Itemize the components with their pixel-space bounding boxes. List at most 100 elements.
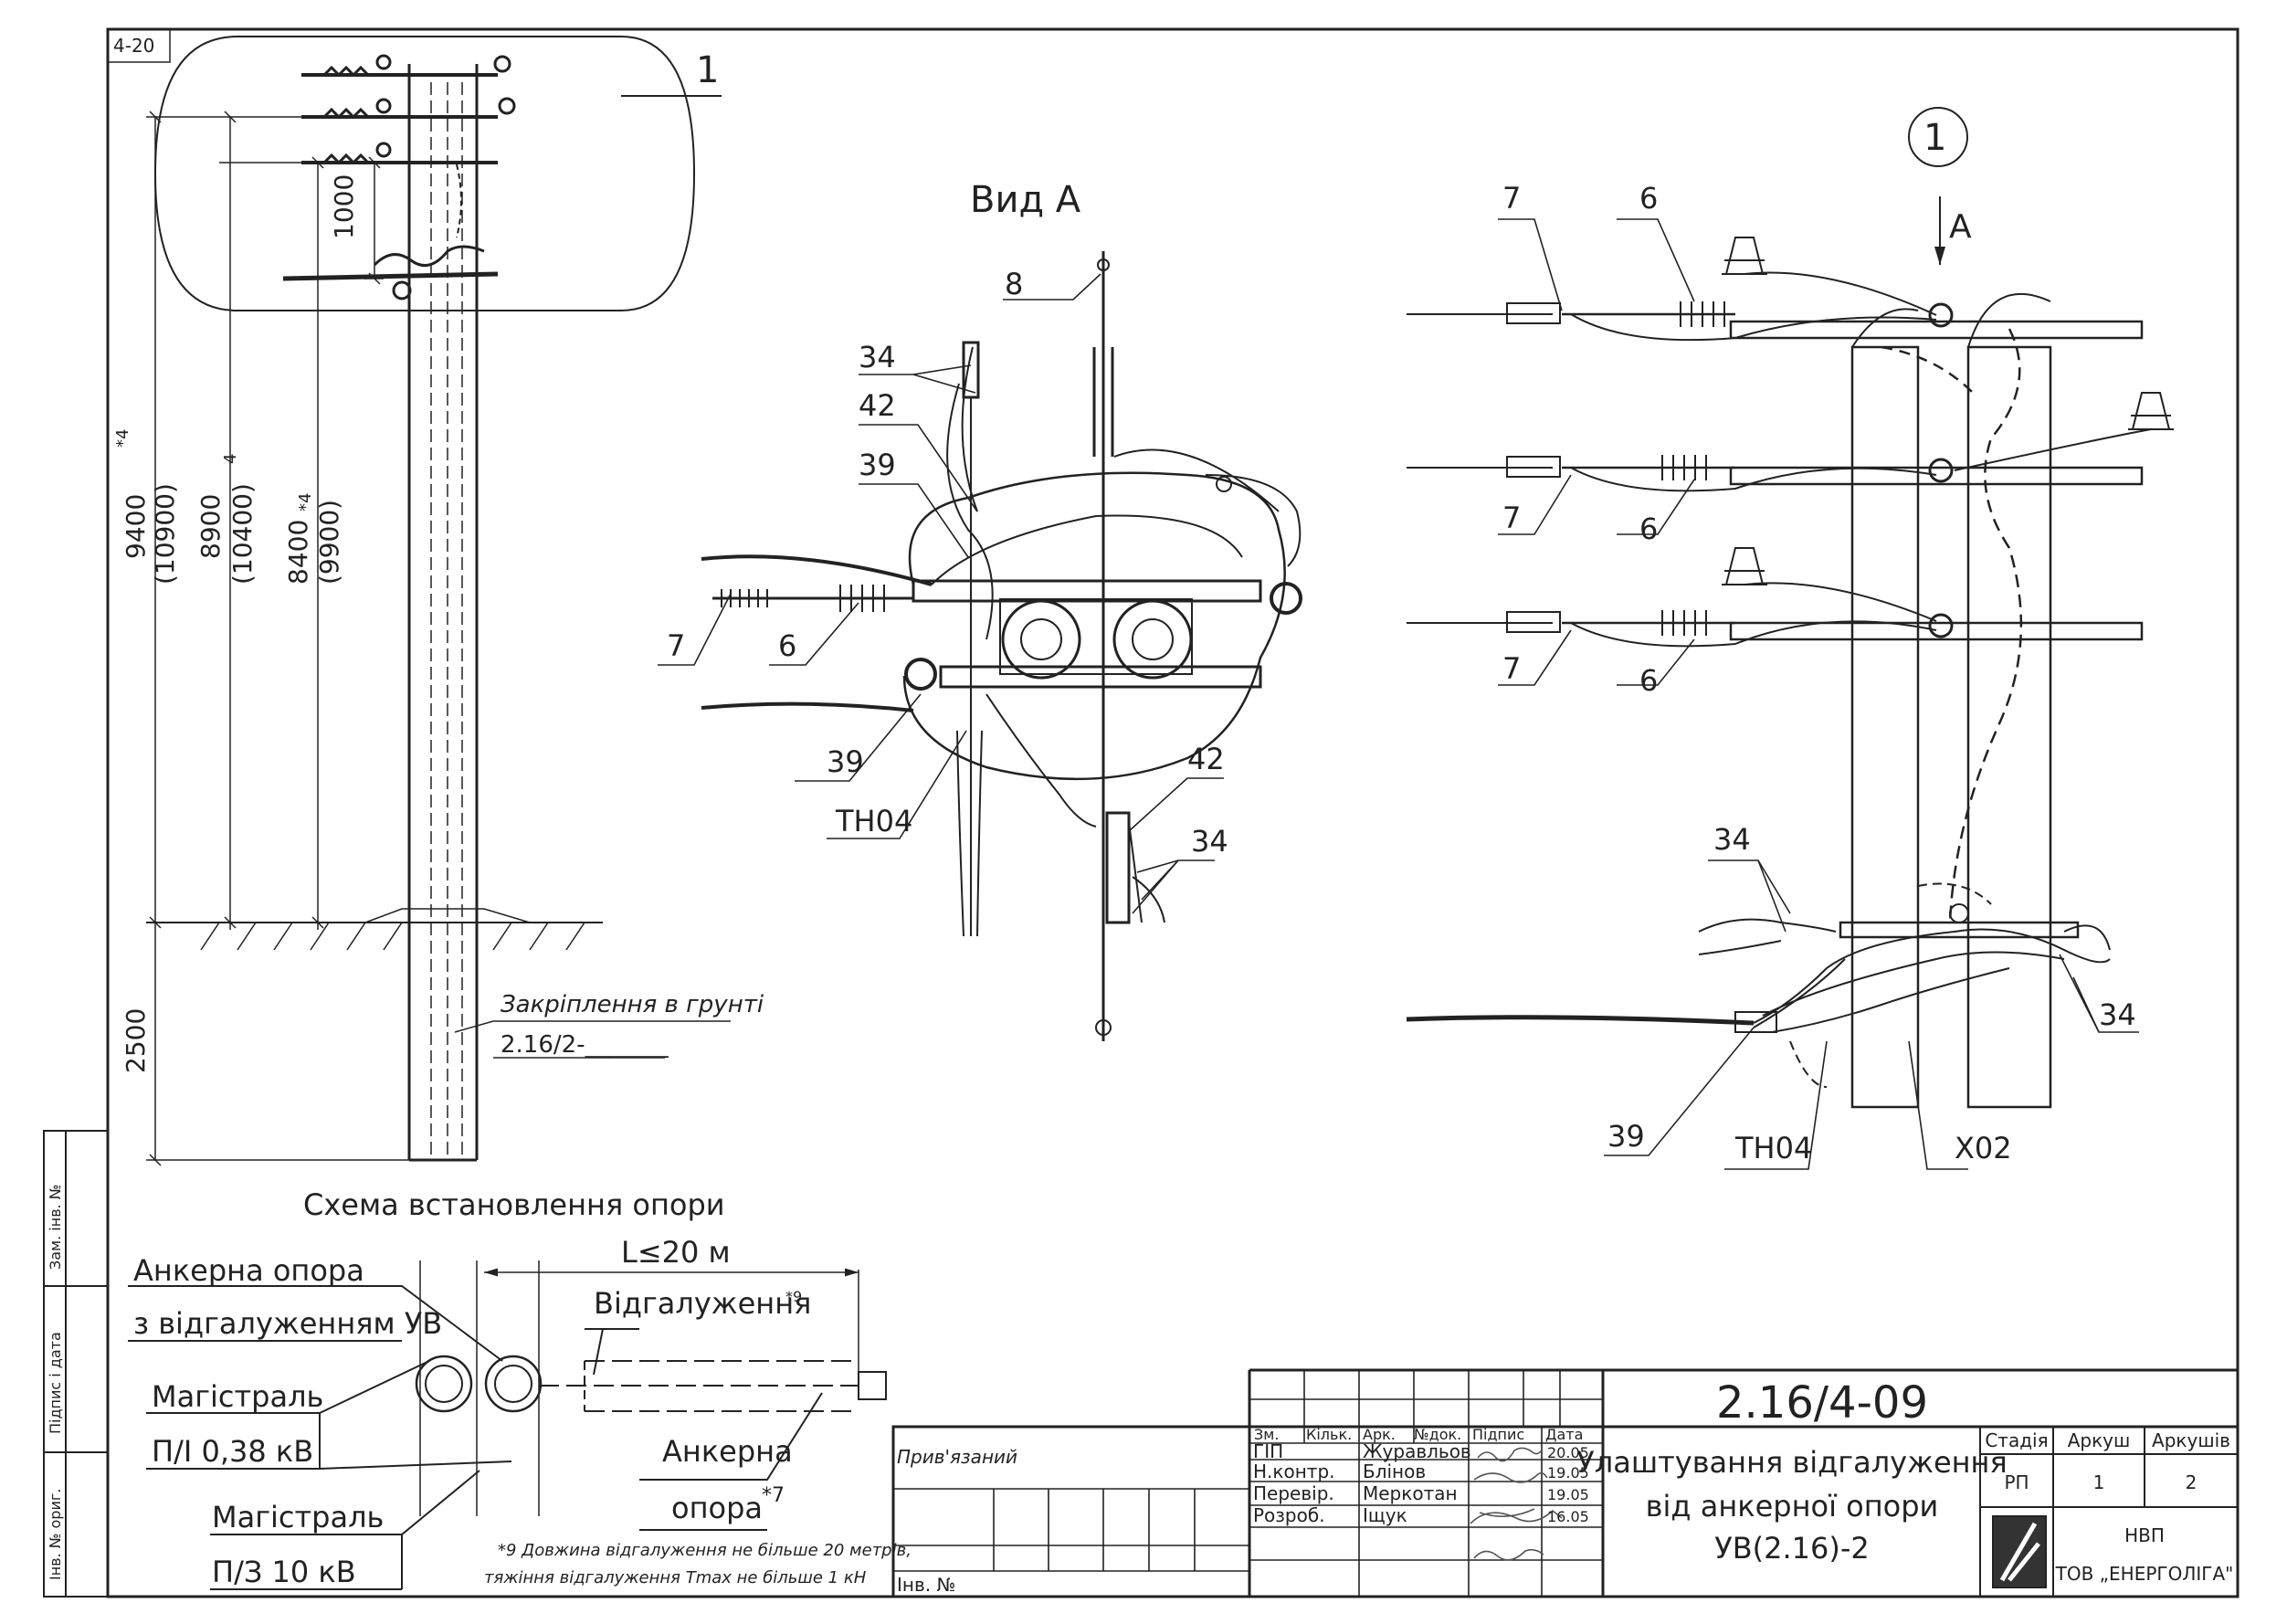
svg-text:Магістраль: Магістраль	[212, 1500, 384, 1534]
svg-text:РП: РП	[2004, 1471, 2029, 1493]
svg-text:Блінов: Блінов	[1363, 1461, 1426, 1482]
svg-text:Анкерна опора: Анкерна опора	[133, 1253, 364, 1288]
svg-text:Стадія: Стадія	[1985, 1429, 2048, 1451]
svg-text:1: 1	[1923, 117, 1946, 159]
svg-text:34: 34	[1191, 824, 1228, 859]
svg-text:Прив'язаний: Прив'язаний	[897, 1446, 1017, 1468]
svg-text:7: 7	[1502, 181, 1521, 216]
view-a-drawing	[701, 251, 1302, 1041]
svg-text:7: 7	[1502, 651, 1521, 686]
svg-text:А: А	[1949, 208, 1972, 246]
side-stamp-pidpys: Підпис і дата	[47, 1332, 64, 1434]
svg-text:6: 6	[1639, 663, 1658, 698]
side-stamp	[43, 1130, 109, 1598]
right-view-drawing	[1406, 107, 2174, 1109]
svg-text:П/І 0,38 кВ: П/І 0,38 кВ	[152, 1434, 313, 1469]
svg-text:Журавльов: Журавльов	[1363, 1440, 1471, 1462]
svg-text:Кільк.: Кільк.	[1306, 1426, 1352, 1443]
svg-text:з відгалуженням УВ: з відгалуженням УВ	[133, 1306, 442, 1341]
svg-text:Арк.: Арк.	[1363, 1426, 1396, 1443]
pole-elevation	[146, 36, 731, 1166]
svg-text:(10400): (10400)	[227, 483, 258, 585]
view-a-title: Вид А	[970, 179, 1081, 221]
svg-text:Підпис: Підпис	[1472, 1426, 1524, 1443]
svg-text:8400: 8400	[283, 520, 313, 585]
svg-text:1: 1	[2093, 1471, 2105, 1493]
svg-text:Розроб.: Розроб.	[1253, 1504, 1325, 1526]
svg-text:*7: *7	[762, 1484, 785, 1507]
svg-text:Анкерна: Анкерна	[662, 1434, 793, 1469]
svg-text:Магістраль: Магістраль	[152, 1379, 323, 1414]
view-a-labels: 8 34 42 39 7 6 39 ТН04 42 34	[667, 267, 1228, 859]
signatures	[1470, 1447, 1563, 1561]
svg-text:Н.контр.: Н.контр.	[1253, 1461, 1335, 1482]
detail-bubble	[153, 36, 696, 311]
svg-text:Аркуш: Аркуш	[2068, 1429, 2131, 1451]
svg-text:Зм.: Зм.	[1254, 1426, 1279, 1443]
svg-text:Аркушів: Аркушів	[2152, 1429, 2230, 1451]
svg-text:(10900): (10900)	[150, 483, 180, 585]
svg-text:34: 34	[2099, 997, 2136, 1032]
svg-text:4: 4	[221, 454, 240, 464]
svg-text:39: 39	[1607, 1119, 1645, 1154]
corner-code: 4-20	[113, 35, 154, 57]
dim-1000: 1000	[329, 174, 359, 239]
scheme-labels: Анкерна опора з відгалуженням УВ L≤20 м …	[133, 1235, 912, 1589]
svg-text:Відгалуження: Відгалуження	[594, 1286, 811, 1321]
side-stamp-zam: Зам. інв. №	[47, 1185, 64, 1270]
svg-text:8: 8	[1005, 267, 1023, 301]
svg-text:ГІП: ГІП	[1253, 1440, 1283, 1462]
left-callout-1: 1	[696, 49, 719, 91]
svg-text:П/З 10 кВ: П/З 10 кВ	[212, 1555, 356, 1589]
svg-text:9400: 9400	[121, 494, 151, 559]
svg-text:ТН04: ТН04	[835, 804, 912, 838]
scheme-title: Схема встановлення опори	[303, 1187, 725, 1222]
svg-text:ТОВ „ЕНЕРГОЛІГА": ТОВ „ЕНЕРГОЛІГА"	[2055, 1563, 2234, 1585]
svg-text:Х02: Х02	[1955, 1131, 2012, 1165]
ground-fix-code: 2.16/2-_______	[501, 1031, 669, 1059]
dim-stack: 9400 *4 (10900) 8900 (10400) 4 8400 (990…	[113, 429, 344, 1073]
scheme-drawing	[128, 1260, 887, 1590]
svg-text:L≤20 м: L≤20 м	[621, 1235, 731, 1270]
svg-text:№док.: №док.	[1414, 1426, 1461, 1443]
svg-text:6: 6	[1639, 511, 1658, 546]
svg-text:6: 6	[778, 628, 796, 663]
svg-text:тяжіння відгалуження Tmax не б: тяжіння відгалуження Tmax не більше 1 кН	[484, 1568, 867, 1587]
svg-text:Іщук: Іщук	[1363, 1504, 1407, 1526]
svg-text:2500: 2500	[121, 1008, 151, 1073]
view-a-leaders	[658, 273, 1224, 914]
svg-text:16.05: 16.05	[1547, 1508, 1589, 1525]
svg-text:(9900): (9900)	[314, 500, 344, 585]
ground-fix-label: Закріплення в грунті	[501, 991, 764, 1018]
svg-text:7: 7	[1502, 501, 1521, 535]
svg-text:8900: 8900	[195, 494, 226, 559]
svg-text:НВП: НВП	[2124, 1524, 2165, 1546]
svg-text:опора: опора	[671, 1491, 763, 1525]
svg-text:19.05: 19.05	[1547, 1464, 1589, 1482]
doc-title-3: УВ(2.16)-2	[1714, 1531, 1870, 1566]
doc-title-1: Улаштування відгалуження	[1576, 1445, 2007, 1480]
svg-text:42: 42	[859, 388, 896, 423]
svg-text:6: 6	[1639, 181, 1658, 216]
svg-text:Інв. №: Інв. №	[897, 1574, 955, 1596]
right-view-labels: 1 А 7 6 7 6 7 6 34 34 39 ТН04 Х02	[1502, 117, 2136, 1165]
svg-text:20.05: 20.05	[1547, 1444, 1589, 1461]
svg-text:34: 34	[859, 340, 896, 374]
svg-text:39: 39	[859, 448, 896, 482]
svg-text:*9: *9	[785, 1288, 802, 1305]
svg-text:Перевір.: Перевір.	[1253, 1482, 1334, 1504]
doc-title-2: від анкерної опори	[1646, 1489, 1939, 1524]
svg-text:42: 42	[1187, 742, 1225, 776]
svg-text:39: 39	[827, 744, 864, 779]
company-logo	[1992, 1515, 2047, 1588]
title-block-text: Прив'язаний Інв. № Зм. Кільк. Арк. №док.…	[897, 1377, 2233, 1596]
right-view-leaders	[1498, 218, 2139, 1170]
svg-text:7: 7	[667, 628, 685, 663]
svg-text:Меркотан: Меркотан	[1363, 1482, 1458, 1504]
svg-text:*4: *4	[113, 429, 132, 448]
svg-text:*4: *4	[296, 493, 315, 511]
title-block	[891, 1368, 2240, 1598]
svg-text:Дата: Дата	[1545, 1426, 1583, 1443]
doc-code: 2.16/4-09	[1716, 1377, 1928, 1429]
